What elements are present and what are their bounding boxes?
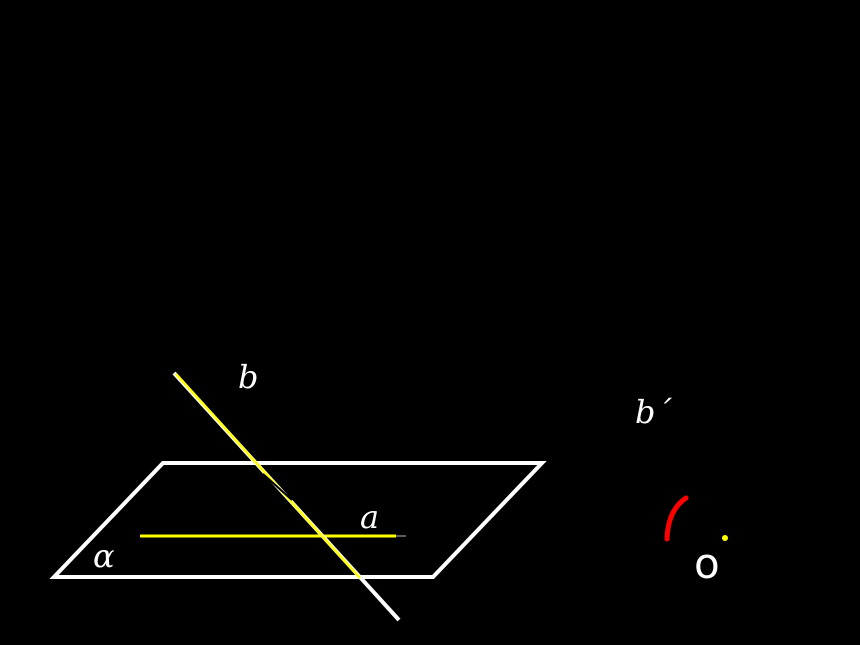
label-alpha: α [93, 537, 115, 575]
point-o [722, 535, 728, 541]
label-b-prime: b´ [635, 393, 672, 431]
label-a: a [360, 498, 379, 536]
label-b: b [238, 358, 258, 396]
angle-arc [664, 495, 689, 542]
line-b-hidden-segment [262, 473, 293, 501]
line-b [175, 373, 361, 579]
label-o: o [694, 539, 720, 588]
plane-alpha [49, 461, 547, 579]
